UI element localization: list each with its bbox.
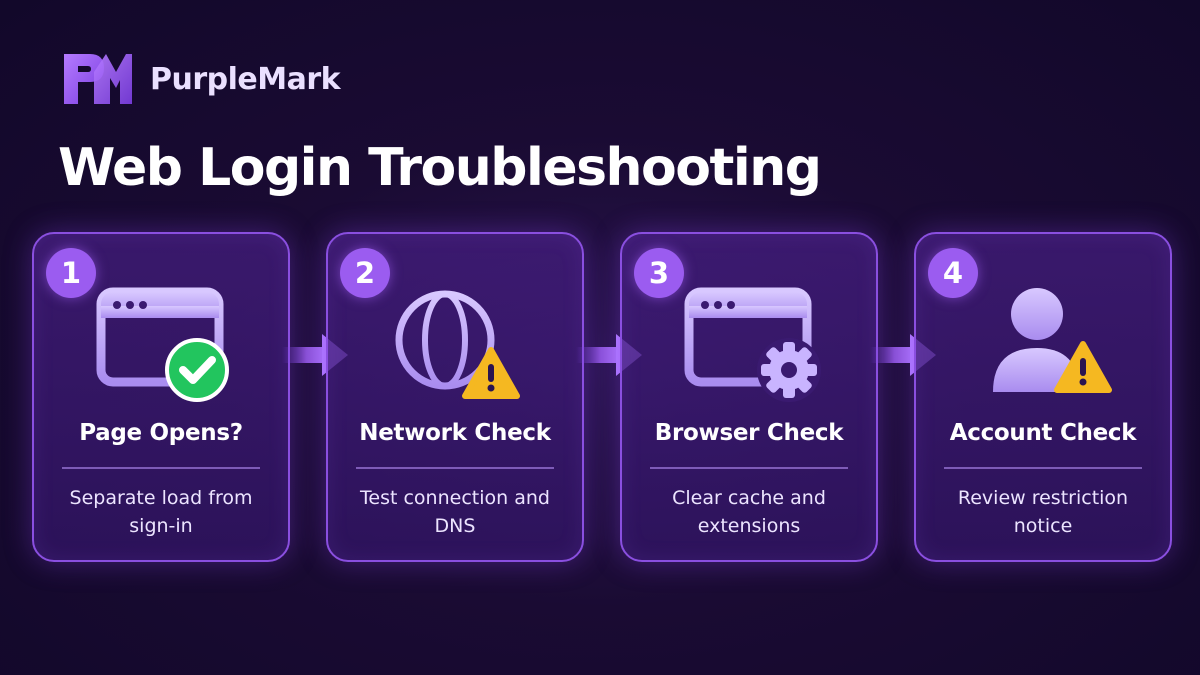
step-title: Account Check bbox=[949, 420, 1137, 446]
divider bbox=[356, 467, 554, 469]
step-number-badge: 1 bbox=[46, 248, 96, 298]
pm-monogram-icon bbox=[64, 54, 132, 104]
page-title: Web Login Troubleshooting bbox=[58, 138, 822, 198]
browser-window-check-icon bbox=[96, 287, 229, 402]
brand: PurpleMark bbox=[60, 50, 341, 108]
user-warning-icon bbox=[993, 288, 1112, 393]
step-title: Page Opens? bbox=[79, 420, 243, 446]
divider bbox=[650, 467, 848, 469]
browser-window-gear-icon bbox=[684, 287, 821, 402]
step-card-3: 3 Browser Check Clear cache and extensio… bbox=[620, 232, 878, 562]
step-card-2: 2 Network Check Test connection and DNS bbox=[326, 232, 584, 562]
step-title: Network Check bbox=[359, 420, 551, 446]
step-card-4: 4 Account Check Review restriction notic… bbox=[914, 232, 1172, 562]
step-description: Test connection and DNS bbox=[360, 487, 550, 537]
step-number-badge: 3 bbox=[634, 248, 684, 298]
divider bbox=[62, 467, 260, 469]
divider bbox=[944, 467, 1142, 469]
brand-name: PurpleMark bbox=[150, 61, 341, 97]
step-description: Review restriction notice bbox=[957, 487, 1129, 537]
step-number-badge: 4 bbox=[928, 248, 978, 298]
step-description: Separate load from sign-in bbox=[69, 487, 253, 537]
step-description: Clear cache and extensions bbox=[672, 487, 826, 537]
step-number-badge: 2 bbox=[340, 248, 390, 298]
step-title: Browser Check bbox=[654, 420, 844, 446]
globe-warning-icon bbox=[395, 290, 520, 399]
step-card-1: 1 Page Opens? Separate load from sign-in bbox=[32, 232, 290, 562]
